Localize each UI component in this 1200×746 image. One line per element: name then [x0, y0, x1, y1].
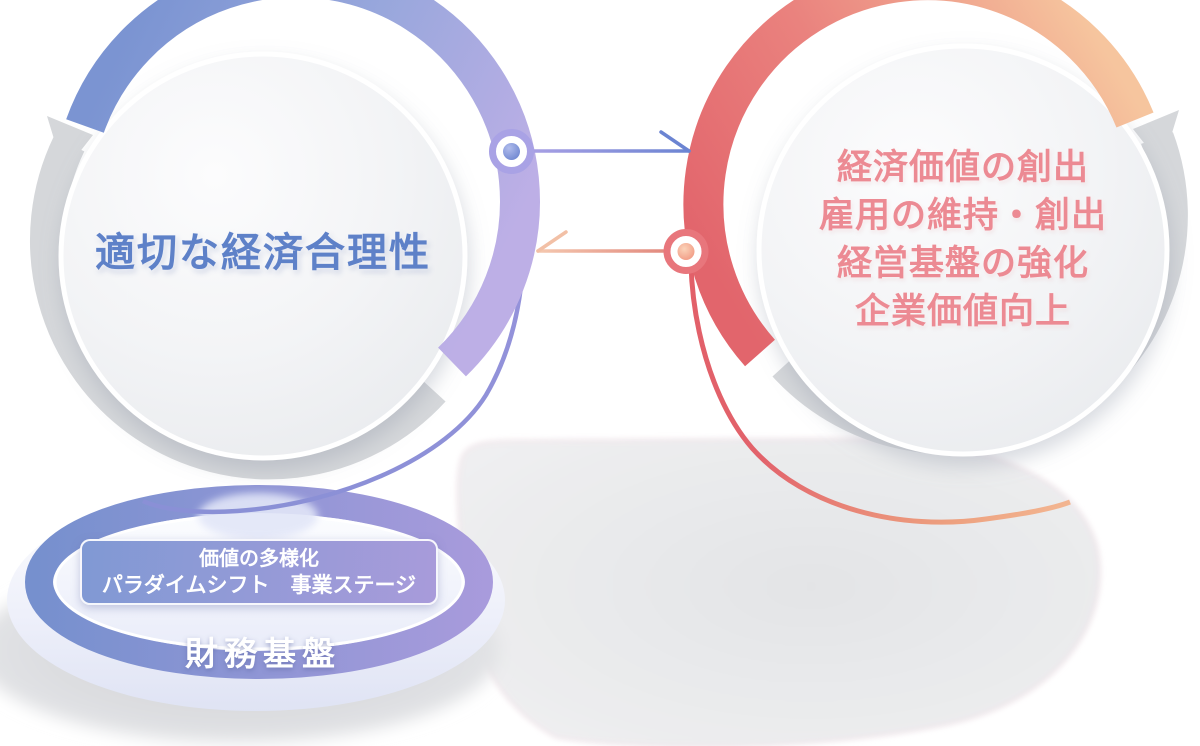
pedestal-label-line1: 価値の多様化 — [199, 548, 319, 570]
right-ring-node-icon — [663, 229, 709, 274]
pedestal-label-line2: パラダイムシフト 事業ステージ — [101, 574, 417, 597]
pedestal-base-label: 財務基盤 — [185, 635, 341, 672]
left-gray-arc-tip — [47, 116, 93, 172]
right-circle-line-1: 経済価値の創出 — [836, 148, 1089, 187]
right-circle-text: 経済価値の創出 雇用の維持・創出 経営基盤の強化 企業価値向上 — [738, 144, 1188, 336]
right-circle-line-4: 企業価値向上 — [854, 292, 1071, 331]
arrow-right-icon — [531, 130, 691, 153]
pedestal-label-box: 価値の多様化 パラダイムシフト 事業ステージ — [80, 539, 438, 605]
left-circle — [58, 51, 468, 461]
background-shadow-blob — [457, 437, 1101, 746]
left-circle-title: 適切な経済合理性 — [95, 231, 431, 275]
arrow-left-icon — [536, 230, 665, 253]
left-gray-arc — [29, 136, 446, 480]
pedestal-highlight — [198, 493, 318, 539]
left-ring-node-icon — [489, 129, 534, 174]
left-accent-band — [66, 0, 540, 377]
right-circle-line-3: 経営基盤の強化 — [836, 244, 1089, 283]
right-circle — [756, 43, 1170, 457]
right-gray-arc-tip — [1133, 110, 1179, 166]
right-circle-line-2: 雇用の維持・創出 — [818, 196, 1107, 235]
